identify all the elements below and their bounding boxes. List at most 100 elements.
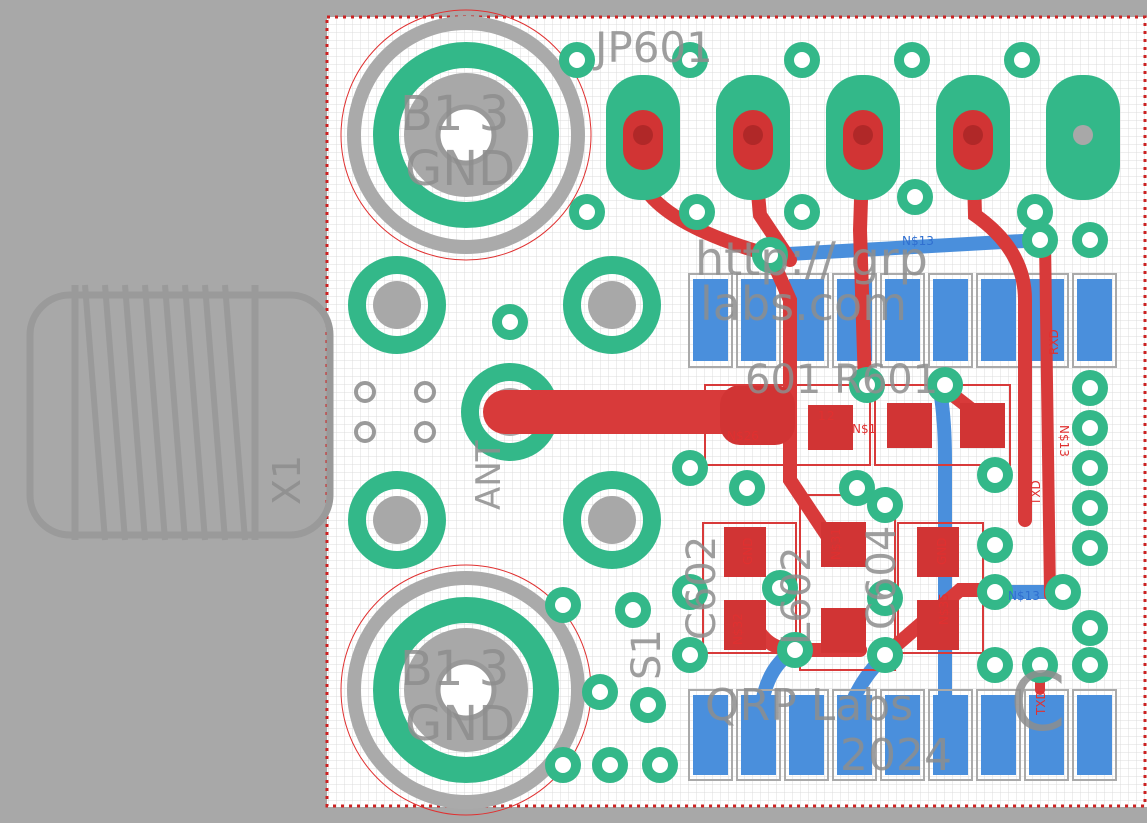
via bbox=[1072, 530, 1108, 566]
via bbox=[897, 179, 933, 215]
bottom-pad bbox=[1077, 279, 1112, 361]
bottom-pad bbox=[885, 695, 920, 775]
jp601-drill bbox=[1073, 125, 1093, 145]
drill-hole bbox=[588, 496, 636, 544]
pad-outline bbox=[880, 689, 925, 781]
jp601-drill bbox=[963, 125, 983, 145]
net-labels: N$13 N$13 N$13 N$26 N$1 N$31 N$32 N$35 T… bbox=[727, 234, 1071, 716]
jp601-drill bbox=[633, 125, 653, 145]
bottom-pad bbox=[981, 695, 1016, 775]
jp601-drill bbox=[743, 125, 763, 145]
via bbox=[1004, 42, 1040, 78]
via bbox=[592, 747, 628, 783]
bottom-pads-bottom-row bbox=[688, 689, 1117, 781]
pad-outline bbox=[688, 273, 733, 368]
via bbox=[784, 194, 820, 230]
pad-outline bbox=[832, 689, 877, 781]
via bbox=[777, 632, 813, 668]
via bbox=[1017, 194, 1053, 230]
via bbox=[1045, 574, 1081, 610]
bottom-pad bbox=[933, 695, 968, 775]
via bbox=[569, 194, 605, 230]
pad-outline bbox=[880, 273, 925, 368]
jp601-drill bbox=[853, 125, 873, 145]
net-txd: TXD bbox=[1029, 480, 1043, 506]
mount-top-label: B1 3 bbox=[400, 86, 509, 142]
net-rxd: RXD bbox=[1047, 329, 1061, 355]
pad-outline bbox=[928, 273, 973, 368]
via bbox=[977, 647, 1013, 683]
mount-top-gnd: GND bbox=[405, 141, 515, 197]
vias bbox=[492, 42, 1108, 783]
bottom-pad bbox=[693, 695, 728, 775]
ant-label: ANT bbox=[469, 440, 509, 510]
through-hole-pad bbox=[348, 256, 446, 354]
net-n1: N$1 bbox=[852, 422, 876, 436]
bottom-pad bbox=[885, 279, 920, 361]
bottom-pad bbox=[981, 279, 1016, 361]
year-label: 2024 bbox=[840, 730, 952, 781]
via bbox=[752, 237, 788, 273]
via bbox=[1072, 222, 1108, 258]
via bbox=[1072, 370, 1108, 406]
mounting-hole-bottom[interactable] bbox=[340, 564, 592, 816]
net-n13-top: N$13 bbox=[902, 234, 934, 248]
drill-hole bbox=[373, 496, 421, 544]
c-mark: C bbox=[1010, 656, 1066, 749]
x1-label: X1 bbox=[265, 455, 309, 505]
via bbox=[1022, 647, 1058, 683]
via bbox=[849, 367, 885, 403]
bottom-pad bbox=[1029, 695, 1064, 775]
net-n13-bottom: N$13 bbox=[1008, 589, 1040, 603]
through-hole-pad bbox=[563, 471, 661, 569]
bottom-pad bbox=[741, 695, 776, 775]
via bbox=[977, 457, 1013, 493]
via bbox=[1072, 610, 1108, 646]
pad-outline bbox=[1072, 689, 1117, 781]
via bbox=[672, 574, 708, 610]
net-n35: N$35 bbox=[937, 593, 951, 625]
net-gnd2: GND bbox=[935, 537, 949, 565]
silkscreen-layer: JP601 http:// grp labs.com 601 R601 ANT … bbox=[469, 23, 1066, 781]
net-n32: N$32 bbox=[731, 613, 745, 645]
small-holes bbox=[354, 381, 436, 443]
bottom-pad bbox=[789, 695, 824, 775]
net-n26: N$26 bbox=[727, 429, 759, 443]
drill-hole bbox=[373, 281, 421, 329]
via bbox=[927, 367, 963, 403]
via bbox=[1072, 490, 1108, 526]
via bbox=[1072, 450, 1108, 486]
via bbox=[762, 570, 798, 606]
via bbox=[867, 487, 903, 523]
bottom-pad bbox=[933, 279, 968, 361]
via bbox=[1072, 647, 1108, 683]
net-n31: N$31 bbox=[829, 528, 843, 560]
via bbox=[642, 747, 678, 783]
bottom-pad bbox=[1077, 695, 1112, 775]
l602-label: L602 bbox=[774, 546, 820, 645]
pad-outline bbox=[928, 689, 973, 781]
via bbox=[839, 470, 875, 506]
s1-label: S1 bbox=[624, 629, 670, 680]
via bbox=[672, 637, 708, 673]
via bbox=[582, 674, 618, 710]
via bbox=[867, 637, 903, 673]
via bbox=[545, 587, 581, 623]
url-line1: http:// grp bbox=[695, 232, 928, 286]
via bbox=[559, 42, 595, 78]
via bbox=[784, 42, 820, 78]
jp601-label: JP601 bbox=[592, 23, 713, 72]
drill-hole bbox=[588, 281, 636, 329]
via bbox=[545, 747, 581, 783]
via bbox=[894, 42, 930, 78]
refs-label: 601 R601 bbox=[745, 357, 938, 403]
via bbox=[672, 42, 708, 78]
via bbox=[615, 592, 651, 628]
jp601-header-pads bbox=[606, 75, 1120, 200]
pad-outline bbox=[1024, 689, 1069, 781]
net-gnd1: GND bbox=[741, 537, 755, 565]
x1-connector-outline bbox=[26, 284, 334, 541]
mount-bottom-label: B1 3 bbox=[400, 641, 509, 697]
mounting-hole-top[interactable] bbox=[340, 9, 592, 261]
